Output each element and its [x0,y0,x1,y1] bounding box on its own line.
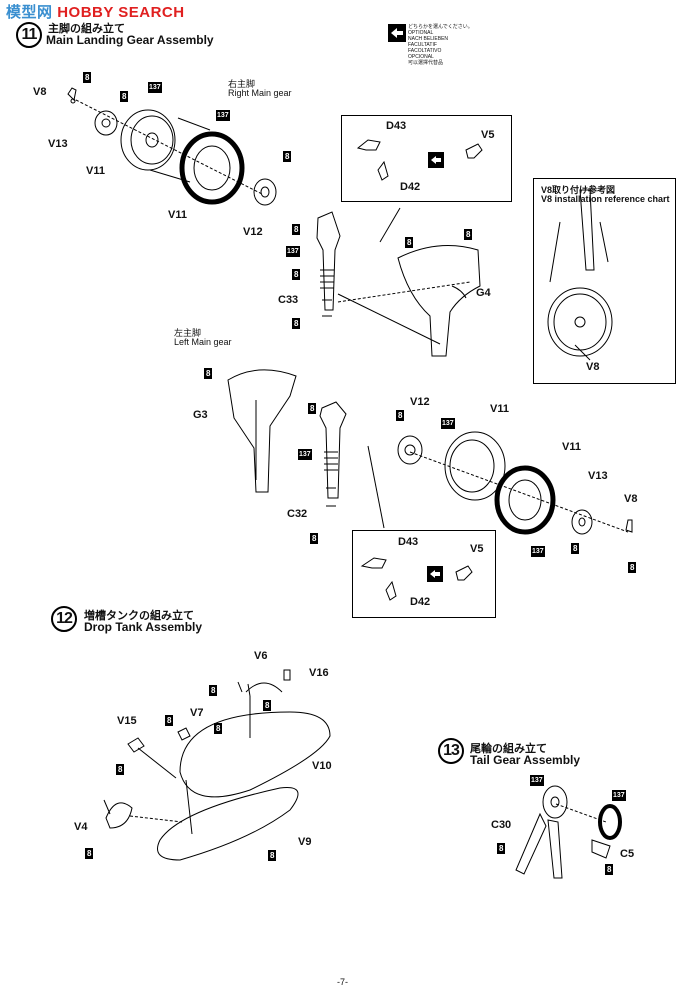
step-11-title-jp: 主脚の組み立て [48,23,125,35]
optional-note: どちらかを選んでください。 OPTIONAL NACH BELIEBEN FAC… [408,24,473,66]
paint-badge: 8 [283,151,292,162]
part-label-v12: V12 [243,226,263,238]
part-label-d43: D43 [398,536,419,548]
paint-badge: 137 [531,546,545,557]
paint-badge: 137 [530,775,544,786]
ref-chart-title-en: V8 installation reference chart [541,194,670,204]
part-label-v16: V16 [309,667,329,679]
inset-optional-left [352,530,496,618]
part-label-v9: V9 [298,836,312,848]
optional-icon [428,152,444,168]
paint-badge: 8 [292,318,301,329]
part-label-c32: C32 [287,508,308,520]
part-label-g4: G4 [476,287,491,299]
part-label-v10: V10 [312,760,332,772]
part-label-v7: V7 [190,707,204,719]
paint-badge: 8 [497,843,506,854]
paint-badge: 8 [292,224,301,235]
paint-badge: 137 [441,418,455,429]
part-label-v15: V15 [117,715,137,727]
paint-badge: 8 [85,848,94,859]
paint-badge: 8 [116,764,125,775]
left-gear-en: Left Main gear [174,337,232,347]
part-label-v8: V8 [624,493,638,505]
part-label-v11: V11 [86,165,105,177]
step-11-number: 11 [16,22,42,48]
optional-icon [427,566,443,582]
page-number: -7- [337,977,348,987]
ref-chart-title-jp: V8取り付け参考図 [541,185,616,195]
paint-badge: 8 [263,700,272,711]
part-label-d42: D42 [410,596,431,608]
right-gear-en: Right Main gear [228,88,292,98]
part-label-v11: V11 [168,209,187,221]
paint-badge: 8 [605,864,614,875]
paint-badge: 8 [310,533,319,544]
step-13-title-jp: 尾輪の組み立て [470,743,547,755]
paint-badge: 8 [268,850,277,861]
paint-badge: 137 [612,790,626,801]
part-label-g3: G3 [193,409,208,421]
paint-badge: 137 [298,449,312,460]
part-label-v11: V11 [490,403,509,415]
paint-badge: 8 [405,237,414,248]
optional-line: FACULTATIF [408,42,437,48]
paint-badge: 8 [204,368,213,379]
step-12-title-en: Drop Tank Assembly [84,620,203,634]
watermark-cn: 模型网 [6,4,53,21]
part-label-v12: V12 [410,396,430,408]
paint-badge: 8 [628,562,637,573]
optional-icon [388,24,406,42]
paint-badge: 137 [286,246,300,257]
watermark-en: HOBBY SEARCH [57,4,185,21]
optional-line: FACOLTATIVO [408,48,442,54]
part-label-d42: D42 [400,181,421,193]
paint-badge: 8 [571,543,580,554]
step-13-number: 13 [438,738,464,764]
optional-line: 可以選擇代替品 [408,60,444,66]
optional-line: どちらかを選んでください。 [408,24,473,30]
inset-optional-right [341,115,512,202]
part-label-c30: C30 [491,819,512,831]
part-label-c33: C33 [278,294,299,306]
paint-badge: 8 [308,403,317,414]
part-label-v6: V6 [254,650,268,662]
paint-badge: 8 [464,229,473,240]
left-gear-jp: 左主脚 [174,328,202,338]
part-label-v13: V13 [588,470,608,482]
part-label-v5: V5 [470,543,484,555]
paint-badge: 137 [148,82,162,93]
right-gear-jp: 右主脚 [228,79,256,89]
optional-line: OPTIONAL [408,30,434,36]
paint-badge: 137 [216,110,230,121]
optional-line: OPCIONAL [408,54,434,60]
step-12-number: 12 [51,606,77,632]
part-label-v11: V11 [562,441,581,453]
paint-badge: 8 [83,72,92,83]
step-11-title-en: Main Landing Gear Assembly [46,33,214,47]
paint-badge: 8 [120,91,129,102]
step-13-title-en: Tail Gear Assembly [470,753,581,767]
optional-line: NACH BELIEBEN [408,36,449,42]
ref-chart-part: V8 [586,361,600,373]
part-label-v5: V5 [481,129,495,141]
part-label-v4: V4 [74,821,88,833]
paint-badge: 8 [396,410,405,421]
paint-badge: 8 [214,723,223,734]
part-label-c5: C5 [620,848,635,860]
paint-badge: 8 [292,269,301,280]
part-label-v13: V13 [48,138,68,150]
part-label-v8: V8 [33,86,47,98]
part-label-d43: D43 [386,120,407,132]
ref-chart-box [533,178,676,384]
paint-badge: 8 [209,685,218,696]
step-12-title-jp: 増槽タンクの組み立て [84,610,194,622]
watermark: 模型网 HOBBY SEARCH [6,1,185,22]
paint-badge: 8 [165,715,174,726]
